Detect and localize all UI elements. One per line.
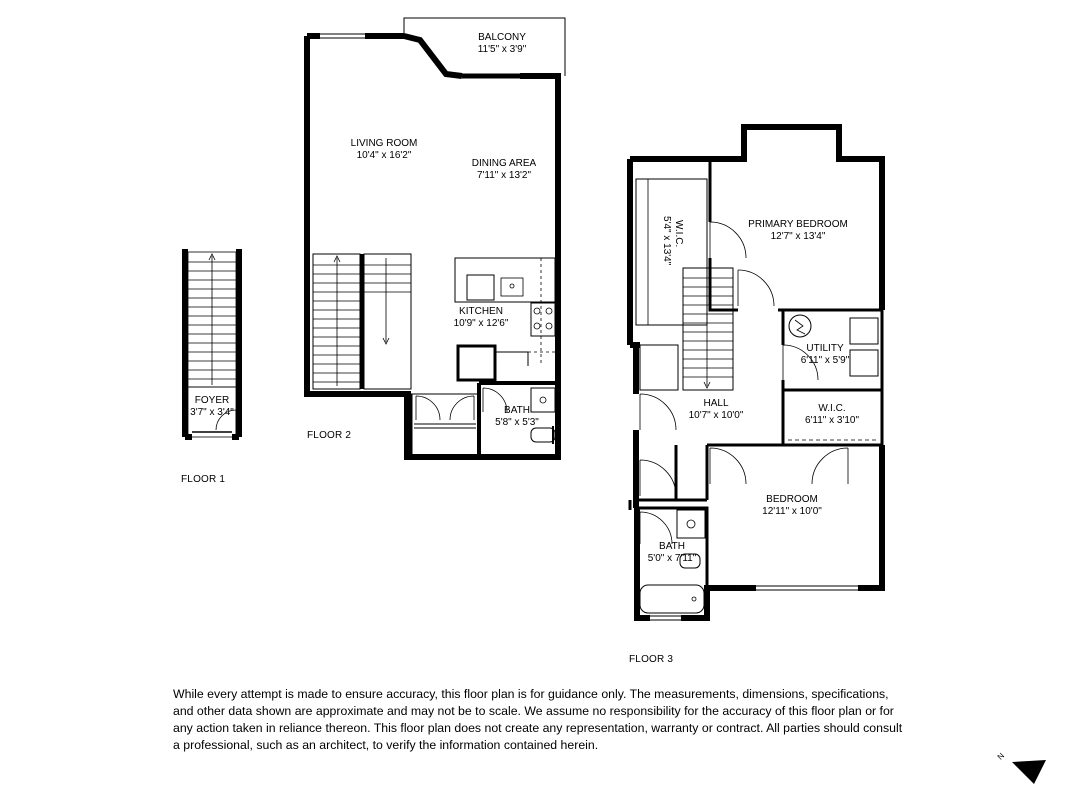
room-dimensions: 7'11" x 13'2" [476, 170, 532, 181]
room-dimensions: 10'4" x 16'2" [356, 150, 412, 161]
hall-closet-door-icon [639, 393, 677, 431]
room-label-floor2-bath: BATH 5'8" x 5'3" [495, 405, 539, 429]
stove-icon [530, 302, 556, 337]
floor-3-label: FLOOR 3 [629, 654, 674, 665]
room-dimensions: 6'11" x 3'10" [804, 415, 860, 426]
room-dimensions: 5'4" x 13'4" [661, 216, 672, 266]
room-name: UTILITY [806, 343, 844, 354]
room-label-bedroom: BEDROOM 12'11" x 10'0" [762, 494, 822, 518]
kitchen-island [466, 274, 495, 301]
utility-door-icon [782, 344, 819, 381]
room-label-floor3-bath: BATH 5'0" x 7'11" [648, 541, 697, 565]
room-name: HALL [703, 398, 729, 409]
room-name: KITCHEN [459, 306, 503, 317]
foyer-door-icon [215, 409, 237, 434]
closet-door-right-icon [449, 395, 475, 421]
room-label-kitchen: KITCHEN 10'9" x 12'6" [454, 306, 509, 330]
floor-2-stair-treads [313, 264, 411, 383]
washer-icon [849, 317, 879, 345]
bath-door-icon [482, 387, 508, 413]
room-dimensions: 10'9" x 12'6" [453, 318, 509, 329]
north-arrow-icon [1012, 760, 1046, 784]
floor-1-plan [182, 249, 242, 440]
room-dimensions: 6'11" x 5'9" [800, 355, 850, 366]
room-label-dining-area: DINING AREA 7'11" x 13'2" [472, 158, 536, 182]
room-dimensions: 10'7" x 10'0" [688, 410, 744, 421]
room-name: BEDROOM [766, 494, 818, 505]
floor-1-label: FLOOR 1 [181, 474, 226, 485]
closet-door-left-icon [415, 395, 441, 421]
bedroom-closet-door-icon [811, 447, 849, 485]
water-heater-icon [788, 314, 812, 338]
bedroom-door-icon [709, 447, 747, 485]
room-dimensions: 5'8" x 5'3" [495, 417, 539, 428]
floor-2-label: FLOOR 2 [307, 430, 352, 441]
vanity-sink-icon [676, 509, 706, 539]
disclaimer-text: While every attempt is made to ensure ac… [173, 687, 903, 752]
stair-down-arrow-icon [703, 278, 711, 389]
kitchen-counter [454, 257, 556, 303]
room-label-hall: HALL 10'7" x 10'0" [689, 398, 744, 422]
room-label-living-room: LIVING ROOM 10'4" x 16'2" [351, 138, 418, 162]
room-dimensions: 11'5" x 3'9" [477, 44, 527, 55]
room-label-foyer: FOYER 3'7" x 3'4" [190, 395, 234, 419]
room-name: BATH [659, 541, 685, 552]
balcony-railing [403, 17, 566, 76]
room-dimensions: 5'0" x 7'11" [647, 553, 697, 564]
fridge-icon [456, 344, 497, 382]
room-name: W.I.C. [673, 220, 684, 248]
room-name: W.I.C. [818, 403, 846, 414]
bath-closet-door-icon [639, 511, 673, 545]
room-name: BATH [504, 405, 530, 416]
room-label-primary-bedroom: PRIMARY BEDROOM 12'7" x 13'4" [748, 219, 848, 243]
stair-direction-arrow-icon [208, 253, 216, 385]
primary-wic-door-icon [737, 269, 775, 307]
stair-up-arrow-icon [333, 255, 341, 386]
bath-door-icon [639, 459, 677, 497]
bathtub-icon [639, 584, 705, 614]
room-label-wic-vertical: W.I.C. [672, 220, 684, 247]
floor-3-plan [627, 124, 885, 621]
room-label-wic: W.I.C. 6'11" x 3'10" [805, 403, 859, 427]
sink-icon [500, 277, 524, 297]
toilet-icon [530, 427, 556, 443]
floor-3-stair-treads [683, 277, 733, 378]
room-dimensions: 12'11" x 10'0" [762, 506, 822, 517]
room-dimensions: 3'7" x 3'4" [190, 407, 234, 418]
room-name: LIVING ROOM [350, 138, 418, 149]
room-dimensions-wic-vertical: 5'4" x 13'4" [660, 216, 672, 265]
room-name: BALCONY [478, 32, 526, 43]
floor-2-plan [304, 17, 566, 460]
vanity-sink-icon [530, 387, 556, 413]
toilet-icon [679, 553, 701, 569]
room-label-balcony: BALCONY 11'5" x 3'9" [478, 32, 527, 56]
room-name: PRIMARY BEDROOM [748, 219, 848, 230]
stair-down-arrow-icon [382, 258, 390, 345]
room-name: DINING AREA [471, 158, 537, 169]
room-name: FOYER [194, 395, 230, 406]
primary-bedroom-door-icon [709, 221, 747, 259]
room-dimensions: 12'7" x 13'4" [770, 231, 826, 242]
room-label-utility: UTILITY 6'11" x 5'9" [801, 343, 850, 367]
dryer-icon [849, 349, 879, 377]
